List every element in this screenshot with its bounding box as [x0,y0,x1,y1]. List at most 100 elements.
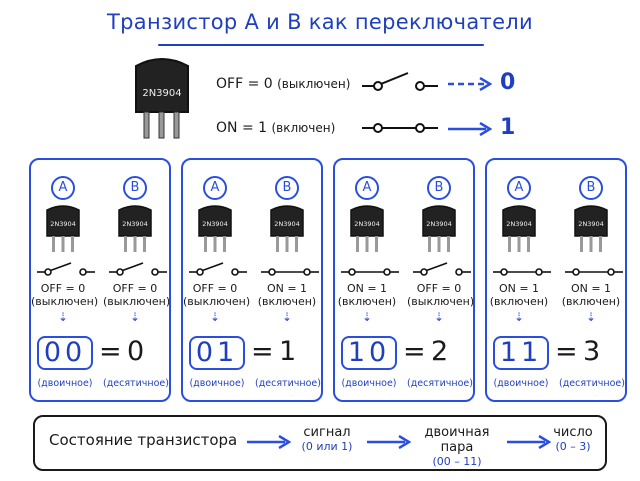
state-a-paren: (включен) [489,295,549,308]
flow-number-label: число [553,425,593,440]
state-a-text: OFF = 0 (выключен) [183,282,251,308]
switch-open-icon [37,262,97,282]
state-a-paren: (включен) [337,295,397,308]
legend-off-value: 0 [500,70,516,95]
state-b-text: OFF = 0 (выключен) [407,282,475,308]
letter-a-badge: A [51,176,75,200]
switch-closed-icon [493,262,553,282]
letter-b-badge: B [123,176,147,200]
letter-a-badge: A [507,176,531,200]
letter-b: B [586,180,596,195]
binary-value: 11 [493,336,549,370]
state-panel-01: A B 2N3904 2N3904 OFF = 0 (выключен) ON … [181,158,323,402]
letter-b-badge: B [427,176,451,200]
binary-value: 00 [37,336,93,370]
transistor-a-marking: 2N3904 [354,220,380,228]
switch-open-icon [189,262,249,282]
legend-on-value: 1 [500,115,516,140]
flow-number-sub: (0 – 3) [555,440,591,453]
legend-off-label: OFF = 0 [216,76,273,92]
switch-closed-icon [565,262,625,282]
decimal-caption: (десятичное) [103,378,169,389]
flow-signal: сигнал (0 или 1) [287,425,367,453]
flow-pair-label: двоичная пара [424,425,490,455]
transistor-large-marking: 2N3904 [142,88,181,99]
flow-state-label: Состояние транзистора [49,431,238,449]
transistor-b-icon: 2N3904 [267,204,307,258]
legend-off-text: OFF = 0 (выключен) [216,76,350,92]
state-a-paren: (выключен) [31,295,99,308]
state-a-label: OFF = 0 [40,282,86,295]
state-b-paren: (выключен) [407,295,475,308]
switch-closed-icon [261,262,321,282]
page-title: Транзистор A и B как переключатели [107,10,533,34]
equals-sign: = [251,336,274,367]
state-a-text: OFF = 0 (выключен) [31,282,99,308]
state-b-paren: (включен) [257,295,317,308]
state-b-paren: (выключен) [103,295,171,308]
letter-a: A [210,180,220,195]
down-arrow-icon: ⇣ [209,310,221,324]
letter-a: A [514,180,524,195]
transistor-a-marking: 2N3904 [506,220,532,228]
binary-caption: (двоичное) [493,378,549,389]
letter-b: B [130,180,140,195]
legend-off-paren: (выключен) [277,77,351,91]
decimal-value: 1 [279,336,297,367]
transistor-b-marking: 2N3904 [578,220,604,228]
transistor-b-marking: 2N3904 [274,220,300,228]
transistor-b-marking: 2N3904 [122,220,148,228]
state-a-paren: (выключен) [183,295,251,308]
switch-closed-icon [360,116,440,146]
letter-b-badge: B [275,176,299,200]
transistor-a-marking: 2N3904 [202,220,228,228]
letter-a: A [58,180,68,195]
transistor-a-icon: 2N3904 [347,204,387,258]
decimal-value: 2 [431,336,449,367]
state-b-label: ON = 1 [570,282,612,295]
down-arrow-icon: ⇣ [585,310,597,324]
transistor-b-icon: 2N3904 [115,204,155,258]
transistor-b-marking: 2N3904 [426,220,452,228]
letter-b-badge: B [579,176,603,200]
binary-caption: (двоичное) [37,378,93,389]
state-b-text: OFF = 0 (выключен) [103,282,171,308]
flow-signal-label: сигнал [303,425,351,440]
state-a-label: ON = 1 [498,282,540,295]
transistor-a-marking: 2N3904 [50,220,76,228]
state-b-paren: (включен) [561,295,621,308]
down-arrow-icon: ⇣ [281,310,293,324]
down-arrow-icon: ⇣ [129,310,141,324]
down-arrow-icon: ⇣ [513,310,525,324]
letter-b: B [282,180,292,195]
flow-arrow-3 [507,434,552,453]
equals-sign: = [403,336,426,367]
flow-arrow-1 [247,434,292,453]
transistor-b-icon: 2N3904 [571,204,611,258]
state-a-label: OFF = 0 [192,282,238,295]
letter-b: B [434,180,444,195]
state-a-label: ON = 1 [346,282,388,295]
binary-value: 10 [341,336,397,370]
flow-pair: двоичная пара (00 – 11) [407,425,507,468]
solid-arrow-icon [448,121,493,140]
flow-box: Состояние транзистора сигнал (0 или 1) д… [33,415,607,471]
transistor-a-icon: 2N3904 [499,204,539,258]
legend-on-label: ON = 1 [216,120,268,136]
decimal-caption: (десятичное) [407,378,473,389]
state-a-text: ON = 1 (включен) [335,282,399,308]
state-panel-00: A B 2N3904 2N3904 OFF = 0 (выключен) OFF… [29,158,171,402]
flow-number: число (0 – 3) [543,425,603,453]
switch-open-icon [109,262,169,282]
transistor-large-icon: 2N3904 [128,56,196,142]
decimal-caption: (десятичное) [559,378,625,389]
down-arrow-icon: ⇣ [361,310,373,324]
state-b-text: ON = 1 (включен) [255,282,319,308]
decimal-value: 0 [127,336,145,367]
binary-value: 01 [189,336,245,370]
flow-signal-sub: (0 или 1) [301,440,353,453]
transistor-a-icon: 2N3904 [43,204,83,258]
state-b-label: OFF = 0 [112,282,158,295]
letter-a-badge: A [355,176,379,200]
state-panel-10: A B 2N3904 2N3904 ON = 1 (включен) OFF =… [333,158,475,402]
